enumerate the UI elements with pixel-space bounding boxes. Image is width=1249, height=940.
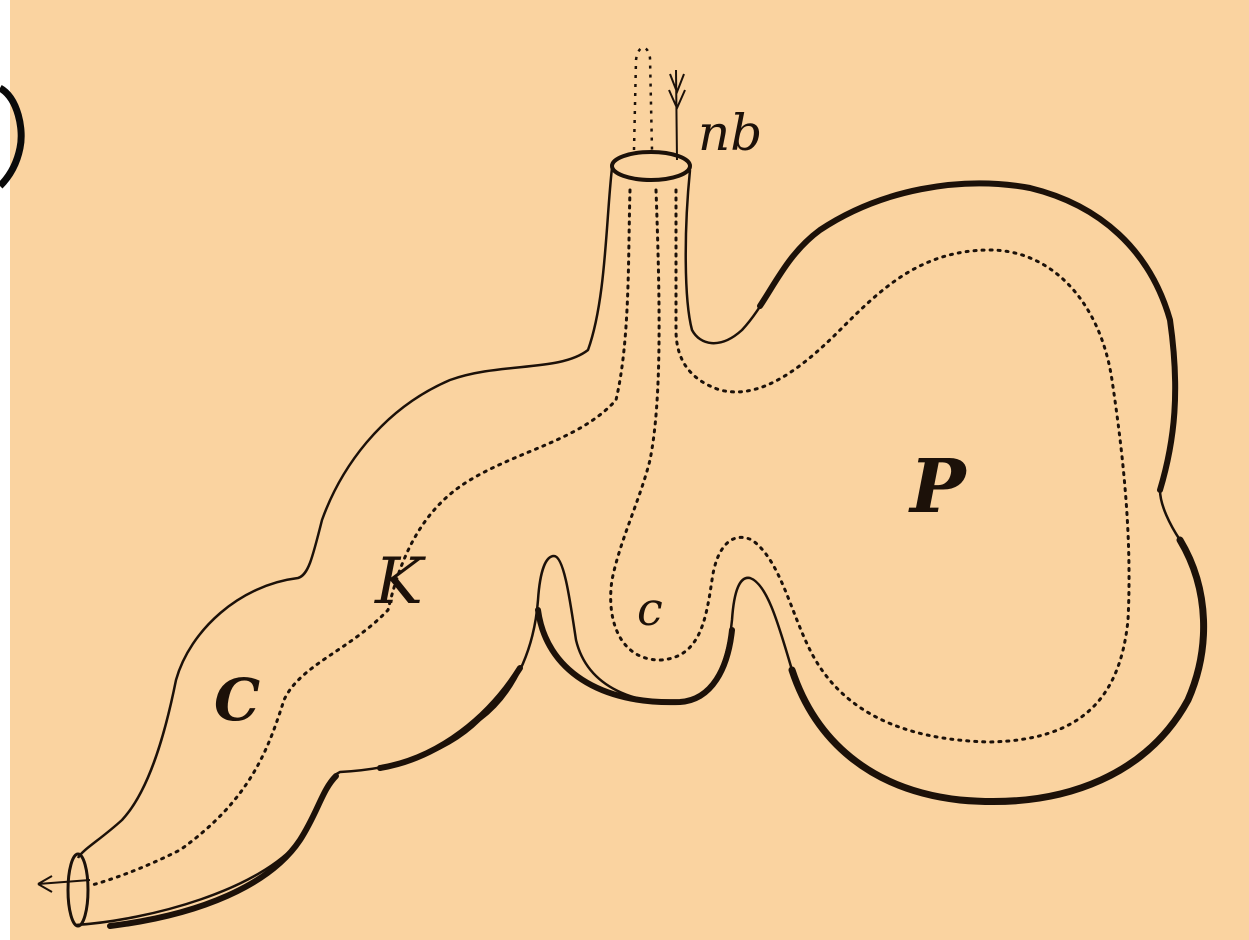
inner-pouch-dotted (611, 190, 1129, 742)
label-K: K (374, 545, 426, 619)
heavy-contour-valley (538, 610, 732, 702)
label-nb: nb (698, 104, 762, 162)
heavy-contour-lower-left (110, 668, 520, 926)
label-c: c (637, 582, 663, 636)
inner-course-dotted-left (92, 190, 630, 885)
esophagus-opening (612, 152, 690, 180)
organ-outline (76, 168, 1204, 925)
entry-arrow (669, 70, 685, 160)
pylorus-opening (68, 854, 88, 926)
heavy-contour-right (792, 540, 1204, 802)
exit-arrow (38, 876, 90, 892)
label-C: C (214, 666, 260, 734)
entry-dotted-tube (634, 48, 652, 150)
label-P: P (908, 444, 968, 530)
partial-circle-fragment (0, 88, 21, 186)
heavy-contour-top (760, 183, 1175, 490)
